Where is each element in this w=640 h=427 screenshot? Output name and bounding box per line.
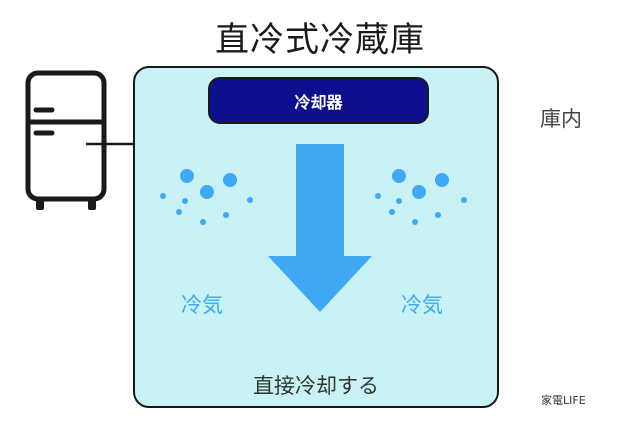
air-dots-icon xyxy=(160,169,253,225)
cooler-unit: 冷却器 xyxy=(208,77,429,124)
cold-air-label-right: 冷気 xyxy=(401,293,443,317)
interior-label: 庫内 xyxy=(540,107,582,131)
direct-cooling-label: 直接冷却する xyxy=(253,374,379,398)
brand-watermark: 家電LIFE xyxy=(541,394,586,407)
cold-air-label-left: 冷気 xyxy=(181,293,223,317)
refrigerator-icon xyxy=(25,70,107,210)
diagram-title: 直冷式冷蔵庫 xyxy=(215,20,425,60)
cooler-label: 冷却器 xyxy=(294,92,343,112)
arrow-down-icon xyxy=(268,144,372,312)
air-dots-icon xyxy=(375,169,467,225)
